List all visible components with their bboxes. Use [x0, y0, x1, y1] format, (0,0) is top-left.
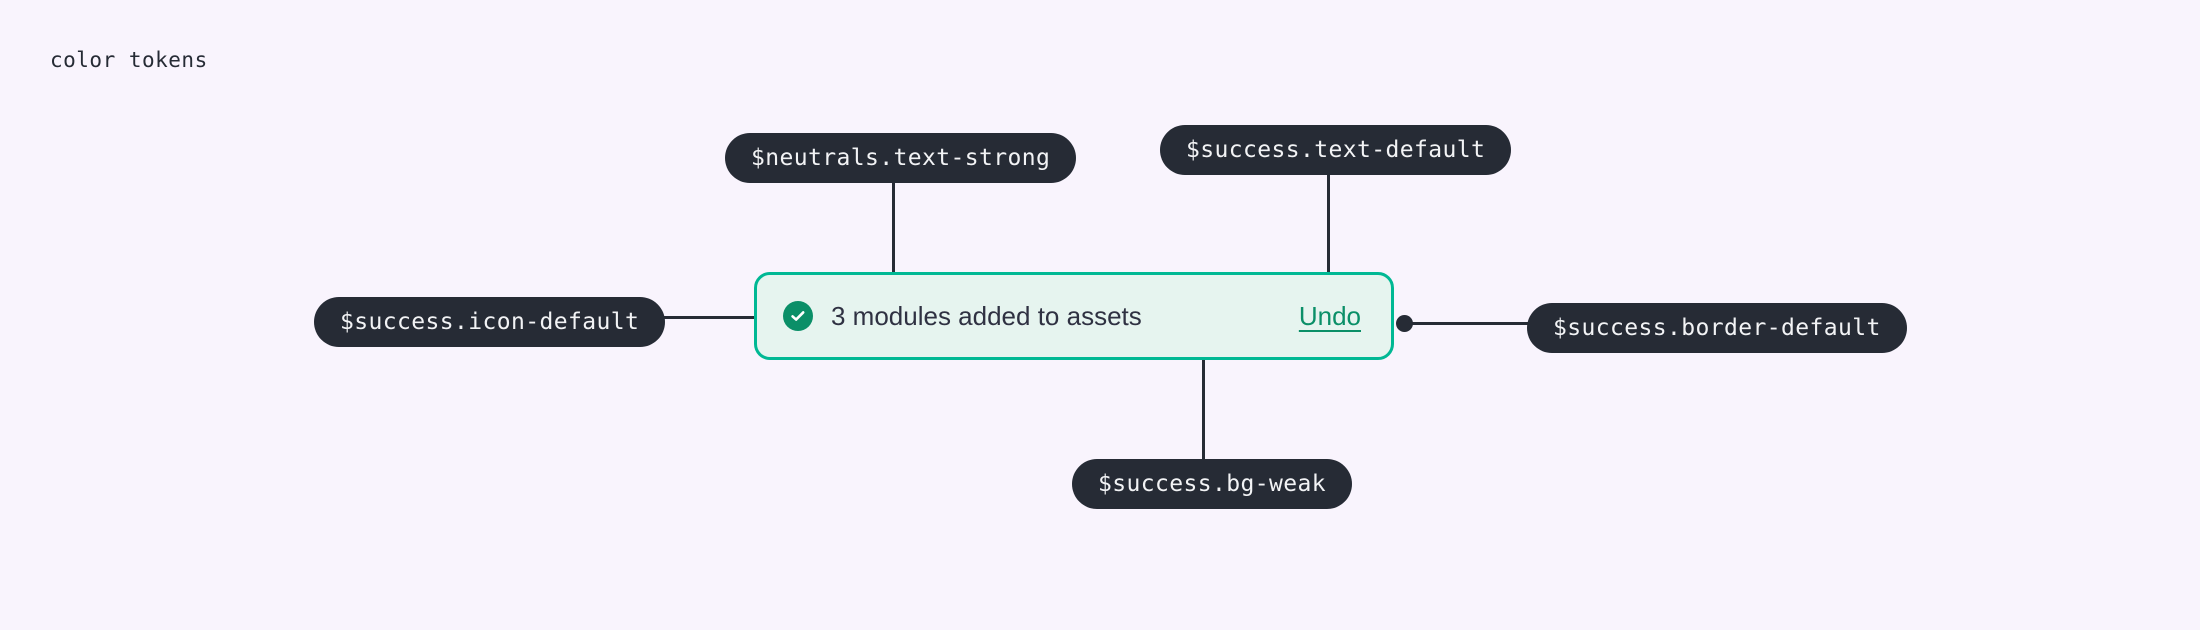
token-pill-success-text-default[interactable]: $success.text-default [1160, 125, 1512, 176]
undo-link[interactable]: Undo [1298, 300, 1361, 331]
connector-line-text-default [1327, 173, 1330, 303]
connector-line-bg-weak [1202, 338, 1205, 460]
token-pill-success-bg-weak[interactable]: $success.bg-weak [1072, 459, 1352, 510]
page-title: color tokens [50, 48, 208, 72]
success-toast: 3 modules added to assets Undo [754, 272, 1394, 360]
connector-line-icon-default [648, 316, 788, 319]
token-pill-neutrals-text-strong[interactable]: $neutrals.text-strong [725, 133, 1077, 184]
connector-line-text-strong [892, 181, 895, 303]
token-pill-success-icon-default[interactable]: $success.icon-default [314, 297, 666, 348]
token-pill-success-border-default[interactable]: $success.border-default [1527, 303, 1907, 354]
toast-message: 3 modules added to assets [831, 300, 1142, 331]
check-circle-icon [783, 301, 813, 331]
connector-line-border-default [1400, 322, 1528, 325]
connector-dot-border-default [1396, 315, 1413, 332]
